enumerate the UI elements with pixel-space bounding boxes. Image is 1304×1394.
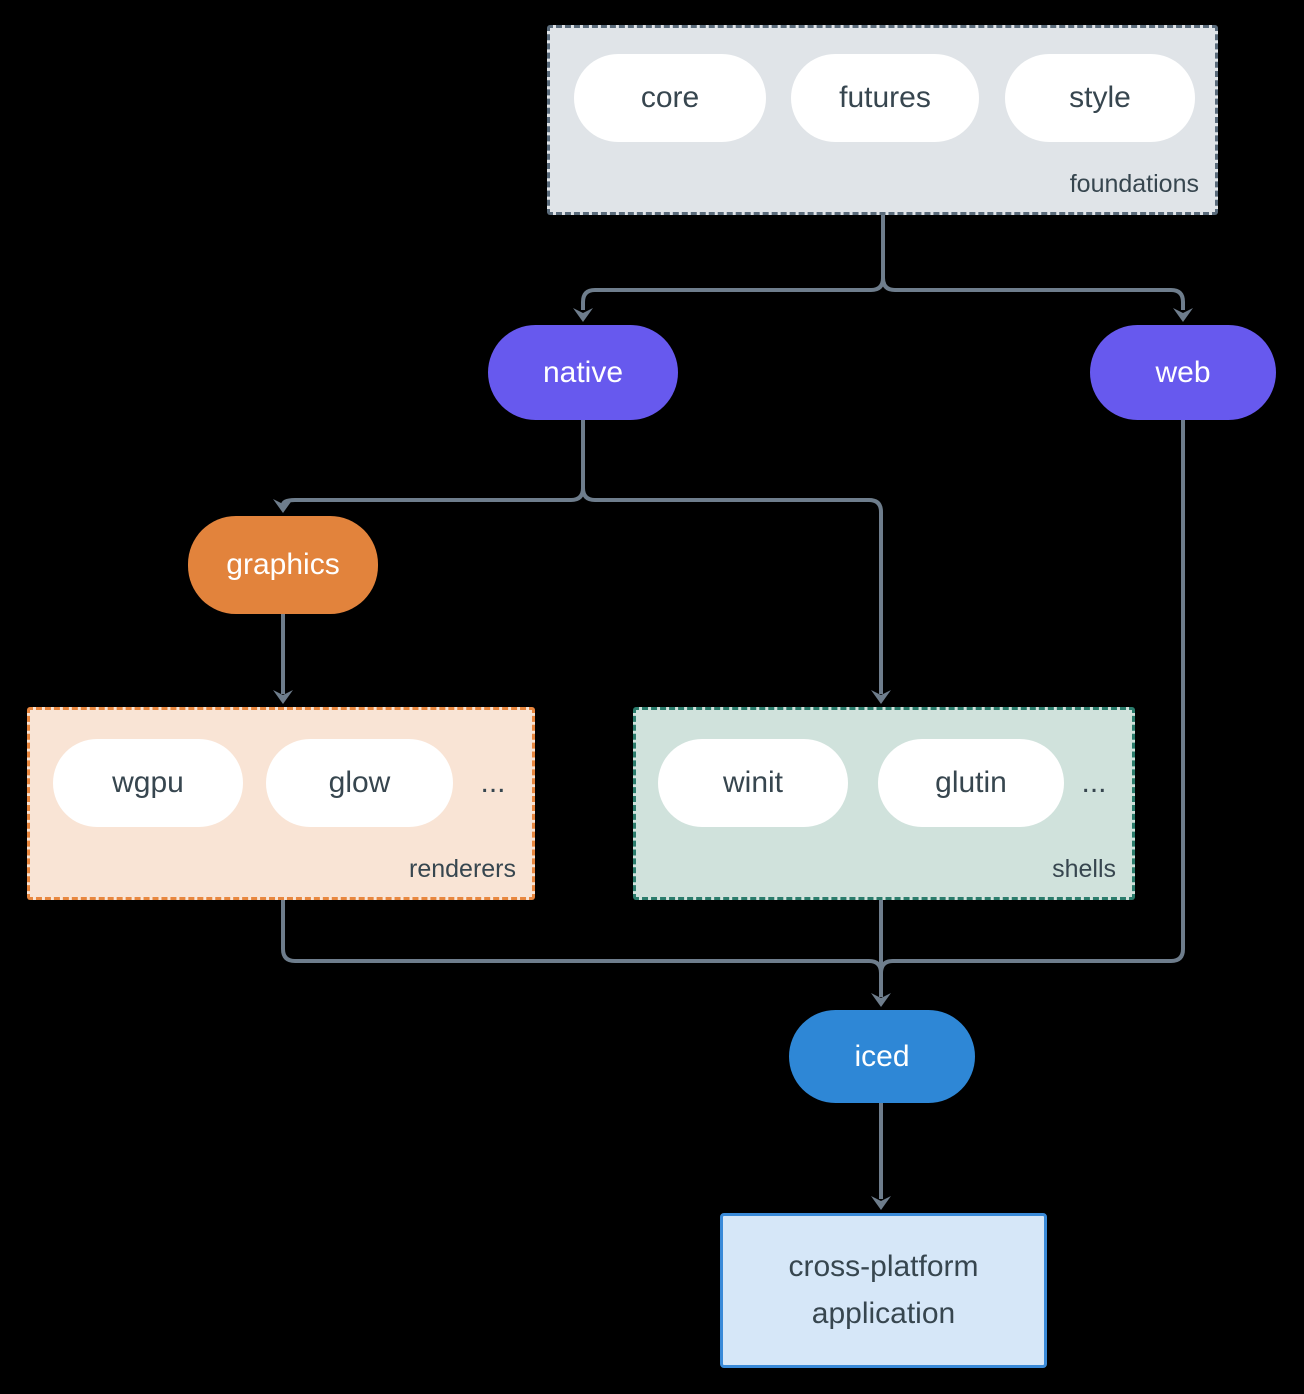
shells-label: shells: [1052, 855, 1116, 883]
connector-iced-to-application: [871, 1103, 891, 1210]
pill-futures: futures: [791, 54, 979, 142]
node-graphics: graphics: [188, 516, 378, 614]
arrowhead-native: [573, 308, 593, 322]
arrowhead-shells: [871, 690, 891, 704]
arrowhead-iced: [871, 993, 891, 1007]
application-node: cross-platform application: [720, 1213, 1047, 1368]
connector-native-to-graphics: [273, 420, 585, 513]
arrowhead-application: [871, 1196, 891, 1210]
pill-glutin: glutin: [878, 739, 1064, 827]
arrowhead-graphics: [273, 499, 293, 513]
connector-foundations-to-native: [573, 215, 885, 322]
pill-core: core: [574, 54, 766, 142]
node-native: native: [488, 325, 678, 420]
shells-group: winit glutin ... shells: [633, 707, 1135, 900]
node-iced: iced: [789, 1010, 975, 1103]
connector-foundations-to-web: [881, 215, 1193, 322]
application-label-line1: cross-platform: [788, 1250, 979, 1283]
renderers-group: wgpu glow ... renderers: [27, 707, 535, 900]
connector-native-to-shells: [581, 420, 891, 704]
pill-winit: winit: [658, 739, 848, 827]
foundations-label: foundations: [1069, 170, 1199, 198]
shells-ellipsis: ...: [1081, 766, 1107, 799]
arrowhead-web: [1173, 308, 1193, 322]
arrowhead-renderers: [273, 690, 293, 704]
pill-glow: glow: [266, 739, 453, 827]
connector-graphics-to-renderers: [273, 614, 293, 704]
node-web: web: [1090, 325, 1276, 420]
connector-shells-to-iced: [871, 900, 891, 1007]
pill-style: style: [1005, 54, 1195, 142]
renderers-ellipsis: ...: [480, 766, 506, 799]
foundations-group: core futures style foundations: [547, 25, 1218, 215]
connector-renderers-to-iced: [281, 900, 883, 974]
renderers-label: renderers: [409, 855, 516, 883]
application-label-line2: application: [811, 1296, 956, 1330]
pill-wgpu: wgpu: [53, 739, 243, 827]
